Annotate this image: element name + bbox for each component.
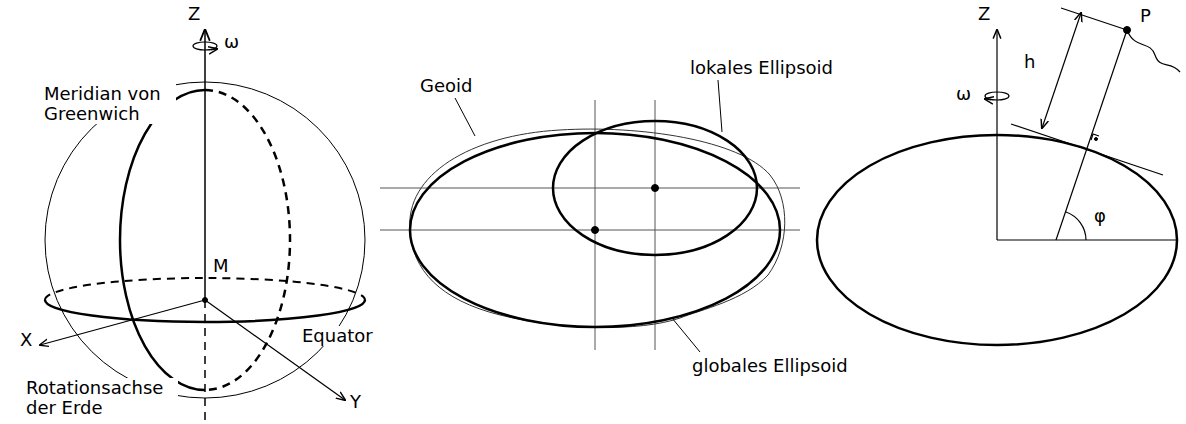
rotation-symbol: ω: [222, 32, 241, 52]
meridian-label: Meridian von Greenwich: [42, 84, 176, 124]
axis-label: Z: [976, 4, 992, 24]
axis-label: Z: [186, 4, 202, 24]
center-label: M: [211, 256, 231, 276]
axis-label: Y: [348, 392, 363, 412]
equator-label: Equator: [300, 326, 375, 346]
point-label: P: [1138, 6, 1153, 26]
height-label: h: [1022, 52, 1037, 72]
axis-label: X: [18, 330, 34, 350]
ellipsoid-label: globales Ellipsoid: [690, 356, 850, 376]
axis-caption: Rotationsachse der Erde: [24, 378, 178, 418]
ellipsoid-label: lokales Ellipsoid: [688, 58, 835, 78]
geoid-label: Geoid: [418, 76, 474, 96]
latitude-label: φ: [1092, 206, 1108, 226]
rotation-symbol: ω: [954, 84, 973, 104]
